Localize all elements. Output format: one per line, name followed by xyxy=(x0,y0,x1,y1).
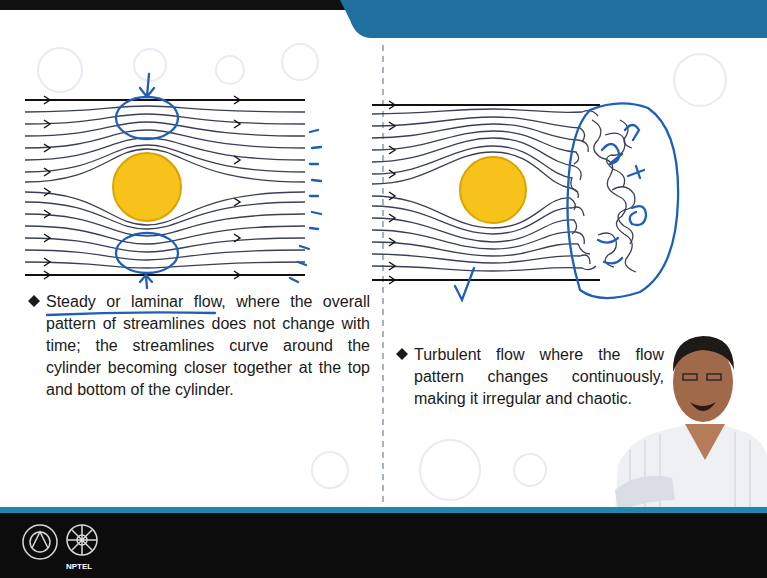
ink-annotations xyxy=(455,103,678,300)
caption-text: Steady or laminar flow, where the overal… xyxy=(46,291,370,401)
watermark xyxy=(38,44,726,500)
institute-logos xyxy=(23,525,97,559)
top-band xyxy=(340,0,767,38)
bottom-line xyxy=(0,507,767,513)
caption-text: Turbulent flow where the flow pattern ch… xyxy=(414,344,664,410)
turbulent-flow xyxy=(372,101,636,284)
bottom-band xyxy=(0,513,767,578)
logo-text: NPTEL xyxy=(66,562,92,572)
laminar-flow xyxy=(25,96,305,279)
ink-annotations xyxy=(47,74,321,315)
